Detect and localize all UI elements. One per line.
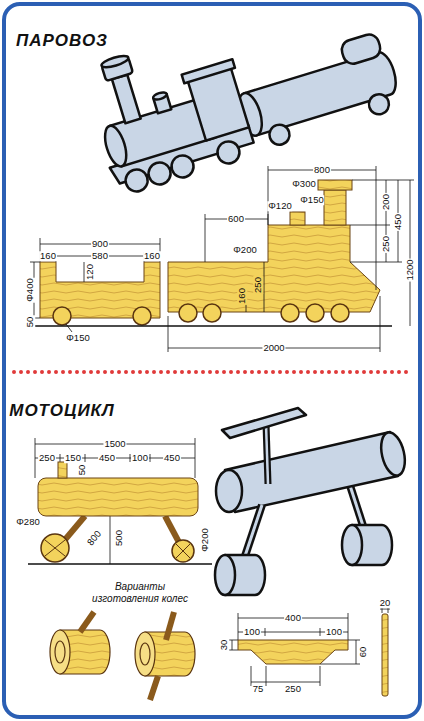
dimension-label: 900 (91, 239, 109, 249)
dimension-label: 200 (381, 193, 391, 211)
wheel-variants (50, 612, 195, 700)
dimension-label: 1200 (405, 258, 415, 281)
dimension-label: 120 (85, 263, 95, 281)
dimension-lines (28, 166, 414, 686)
dimension-label: 250 (253, 276, 263, 294)
dimension-label: 150 (64, 453, 82, 463)
dimension-label: 100 (325, 627, 343, 637)
dimension-label: Φ400 (25, 277, 35, 302)
motorcycle-figure (215, 408, 409, 595)
dimension-label: 400 (284, 613, 302, 623)
dimension-label: Φ200 (232, 245, 257, 255)
dimension-label: 100 (243, 627, 261, 637)
dimension-label: 1500 (103, 439, 126, 449)
dimension-label: 450 (98, 453, 116, 463)
dimension-label: Φ120 (267, 201, 292, 211)
dimension-label: Φ300 (291, 179, 316, 189)
dimension-label: 2000 (262, 343, 285, 353)
dimension-label: 250 (284, 684, 302, 694)
dimension-label: 450 (393, 213, 403, 231)
dimension-label: 580 (91, 251, 109, 261)
dimension-label: 160 (143, 251, 161, 261)
dimension-label: 30 (219, 639, 229, 652)
dimension-label: 450 (163, 453, 181, 463)
dimension-label: 800 (313, 165, 331, 175)
dimension-label: 60 (358, 646, 368, 659)
dimension-label: 500 (114, 529, 124, 547)
locomotive-side-view (40, 180, 380, 325)
locomotive-figure (79, 0, 405, 197)
dimension-label: 800 (85, 528, 104, 548)
motorcycle-side-view (38, 462, 198, 562)
title: ПАРОВОЗ (16, 32, 108, 49)
dimension-label: 250 (38, 453, 56, 463)
dimension-label: 20 (379, 598, 392, 608)
dimension-label: 100 (131, 453, 149, 463)
dimension-label: 75 (252, 684, 265, 694)
title: МОТОЦИКЛ (9, 402, 115, 419)
dimension-label: Φ150 (299, 195, 324, 205)
dimension-label: 250 (381, 235, 391, 253)
divider (14, 370, 410, 374)
dimension-label: 600 (227, 214, 245, 224)
note-label: Варианты изготовления колес (91, 581, 189, 604)
dimension-label: 50 (77, 464, 87, 477)
dimension-label: 160 (39, 251, 57, 261)
dimension-label: Φ280 (15, 517, 40, 527)
dimension-label: Φ150 (65, 333, 90, 343)
dimension-label: 50 (25, 316, 35, 329)
dimension-label: Φ200 (200, 527, 210, 552)
frame (4, 4, 420, 717)
handlebar-drawing (238, 614, 388, 696)
dimension-label: 160 (237, 287, 247, 305)
